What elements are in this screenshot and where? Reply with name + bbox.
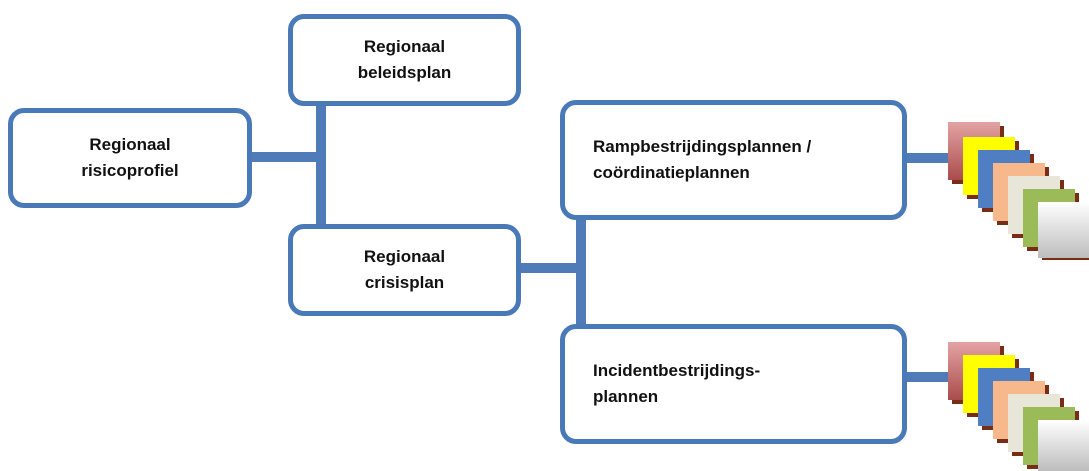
- node-crisisplan-line-1: Regionaal: [363, 246, 446, 266]
- connector-risicoprofiel: [250, 152, 326, 162]
- node-risicoprofiel-line-2: risicoprofiel: [81, 161, 179, 180]
- document-card-gray: [1038, 202, 1089, 260]
- node-regionaal-beleidsplan: Regionaal beleidsplan: [288, 14, 521, 106]
- node-rampbestrijdingsplannen: Rampbestrijdingsplannen / coördinatiepla…: [560, 100, 907, 220]
- node-rampbestrijding-line-2: coördinatieplannen: [593, 163, 750, 182]
- node-beleidsplan-line-1: Regionaal: [363, 36, 446, 56]
- stacked-documents-icon: [948, 342, 1089, 471]
- node-incident-line-2: plannen: [593, 387, 659, 406]
- node-beleidsplan-line-2: beleidsplan: [357, 63, 452, 82]
- connector-rampbestrijding-stack: [905, 153, 950, 163]
- stacked-documents-icon: [948, 122, 1089, 260]
- node-risicoprofiel-line-1: Regionaal: [89, 134, 171, 154]
- document-card-gray: [1038, 420, 1089, 471]
- node-crisisplan-line-2: crisisplan: [364, 273, 445, 292]
- node-regionaal-crisisplan: Regionaal crisisplan: [288, 224, 521, 316]
- connector-crisisplan: [520, 263, 586, 273]
- connector-vertical-left: [316, 102, 326, 232]
- node-regionaal-risicoprofiel: Regionaal risicoprofiel: [8, 108, 252, 208]
- node-rampbestrijding-line-1: Rampbestrijdingsplannen /: [593, 136, 812, 156]
- node-incident-line-1: Incidentbestrijdings-: [593, 360, 761, 380]
- node-incidentbestrijdingsplannen: Incidentbestrijdings- plannen: [560, 324, 907, 444]
- connector-vertical-right: [576, 212, 586, 328]
- connector-incident-stack: [905, 372, 950, 382]
